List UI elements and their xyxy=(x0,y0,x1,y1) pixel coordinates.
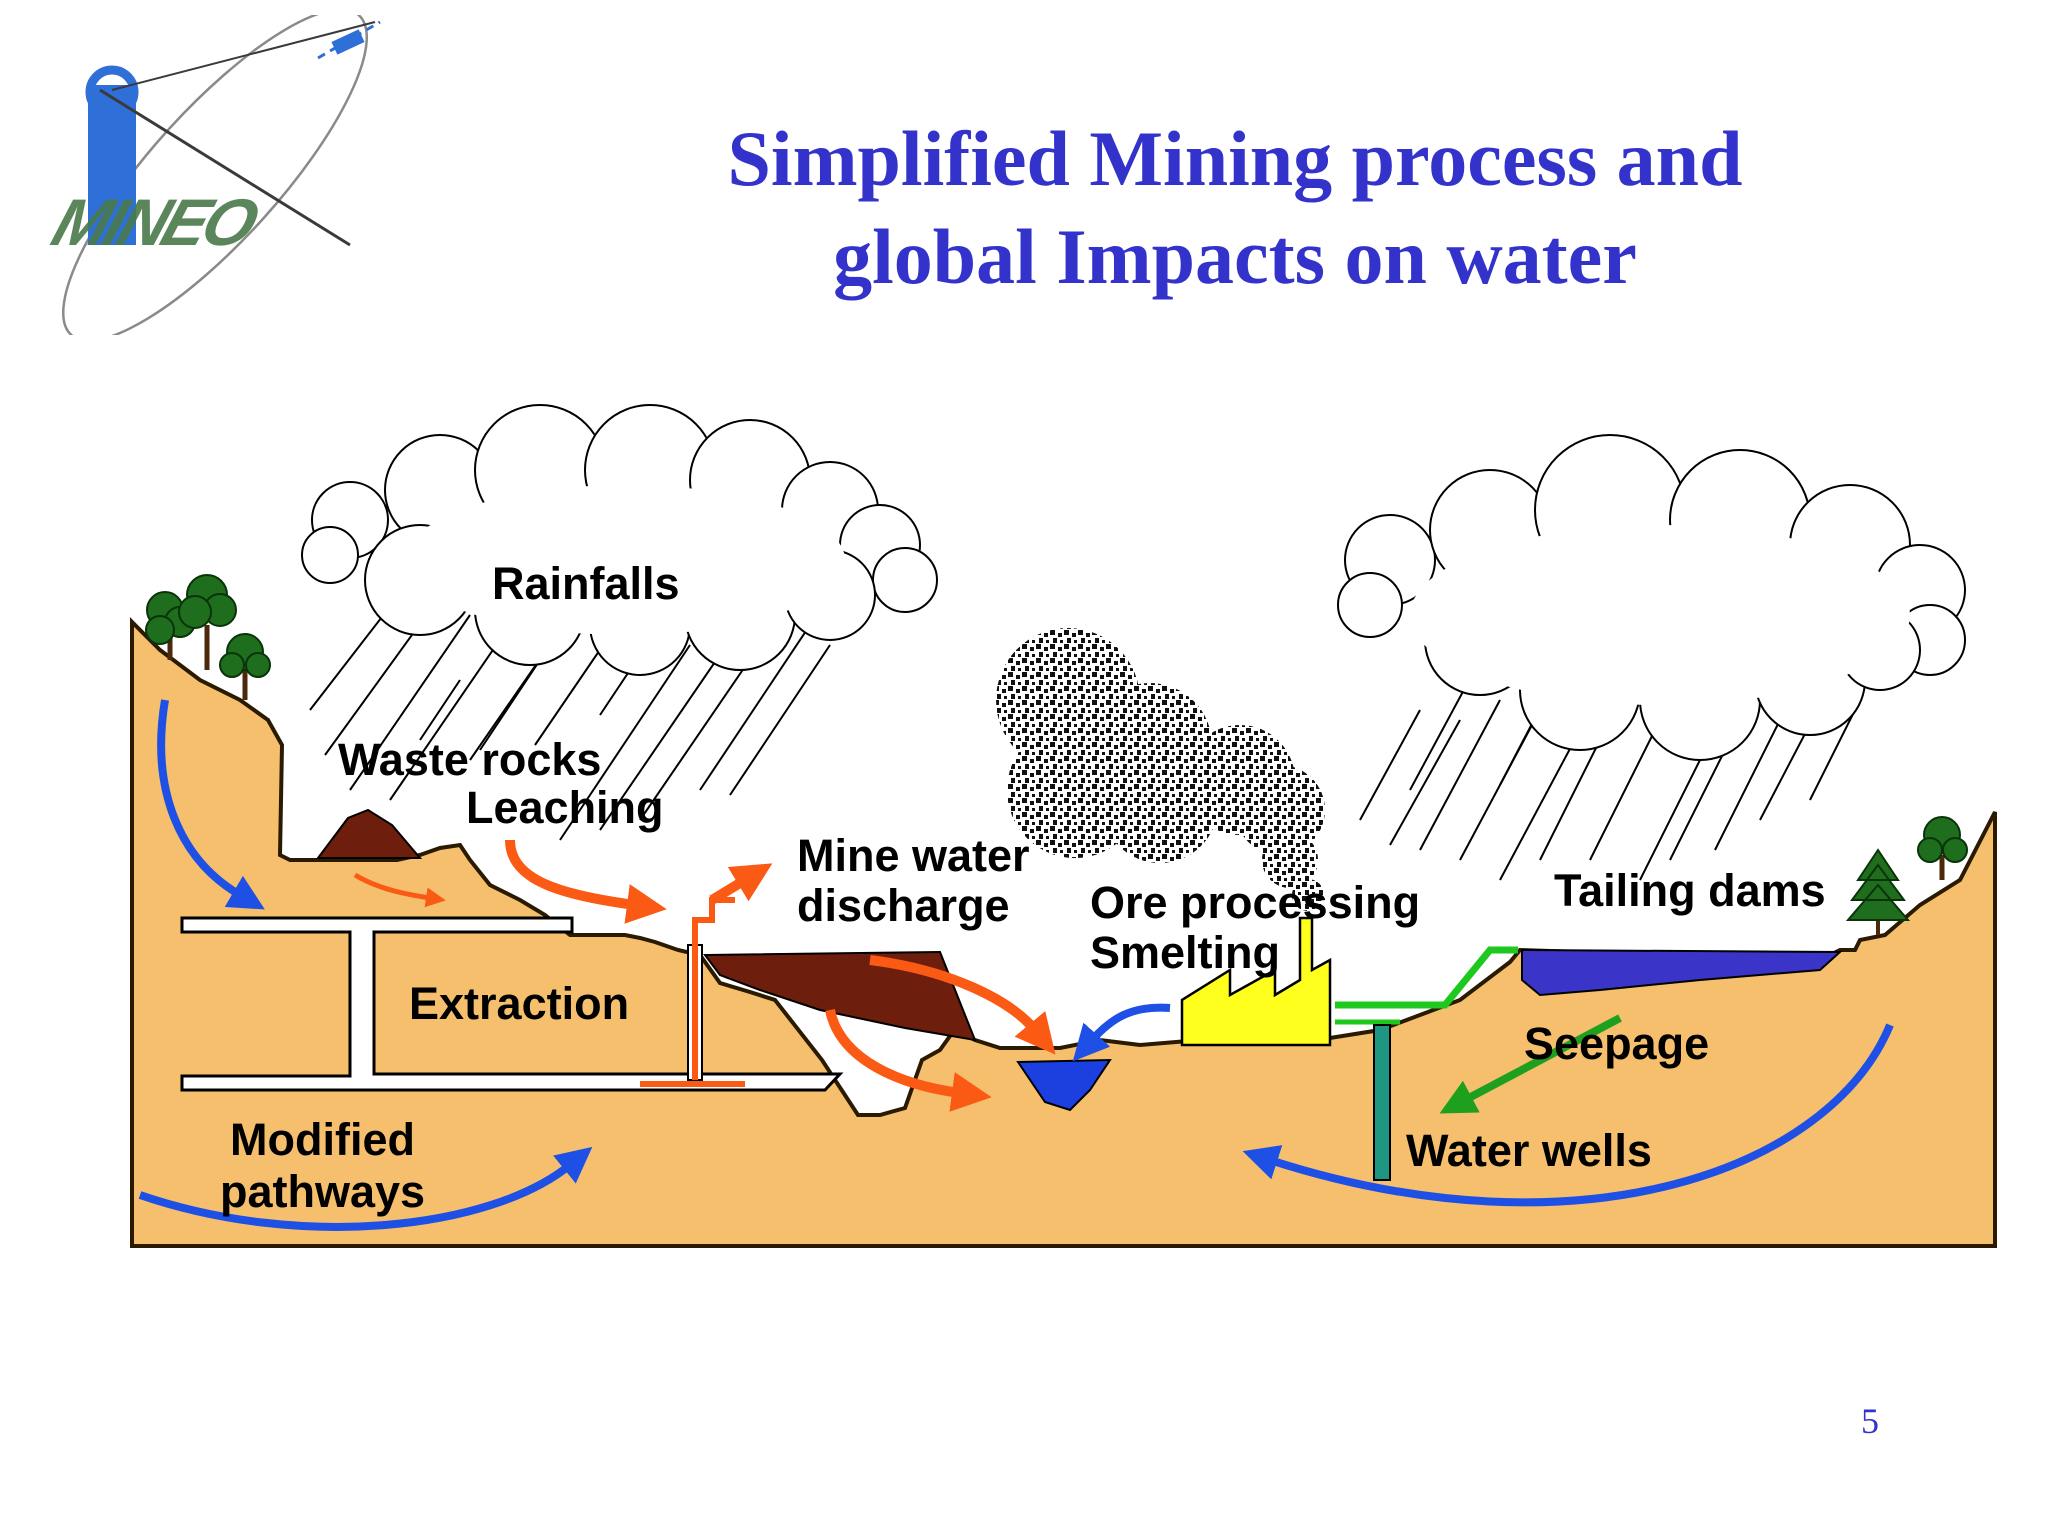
label-water-wells: Water wells xyxy=(1406,1125,1652,1176)
cloud-right xyxy=(1337,434,1966,761)
title-line-1: Simplified Mining process and xyxy=(727,115,1743,202)
label-rainfalls: Rainfalls xyxy=(492,558,680,609)
inflow-arrow xyxy=(1072,1003,1171,1062)
trees-right xyxy=(1845,816,1968,935)
label-pathways: pathways xyxy=(220,1166,426,1217)
label-leaching: Leaching xyxy=(466,782,664,833)
slide-title: Simplified Mining process and global Imp… xyxy=(560,110,1910,306)
groundwater-arrows xyxy=(138,699,1894,1231)
label-seepage: Seepage xyxy=(1524,1018,1710,1069)
trees-left xyxy=(145,574,271,700)
label-mine-water: Mine water xyxy=(797,830,1030,881)
tailing-dam-water xyxy=(1521,948,1843,997)
cloud-left xyxy=(301,404,938,676)
label-ore-processing: Ore processing xyxy=(1090,877,1421,928)
label-modified: Modified xyxy=(230,1114,415,1165)
logo-text: MINEO xyxy=(44,187,267,260)
label-extraction: Extraction xyxy=(409,978,630,1029)
label-tailing-dams: Tailing dams xyxy=(1554,865,1826,916)
discharge-arrow xyxy=(709,863,773,905)
water-well xyxy=(1373,1024,1391,1181)
mine-tunnels xyxy=(180,916,844,1092)
label-waste-rocks: Waste rocks xyxy=(338,734,602,785)
mineo-logo-icon: MINEO xyxy=(44,15,381,335)
smoke-plume xyxy=(996,628,1325,911)
page-number: 5 xyxy=(1861,1401,1879,1441)
tailings-pipeline xyxy=(1335,946,1518,1009)
smelter-factory xyxy=(1180,916,1332,1047)
title-line-2: global Impacts on water xyxy=(833,213,1637,300)
waste-rock-pile xyxy=(316,808,423,859)
label-discharge: discharge xyxy=(797,880,1010,931)
seepage-arrow xyxy=(1439,1014,1622,1114)
flow-arrows xyxy=(353,839,1056,1112)
label-smelting: Smelting xyxy=(1090,927,1281,978)
